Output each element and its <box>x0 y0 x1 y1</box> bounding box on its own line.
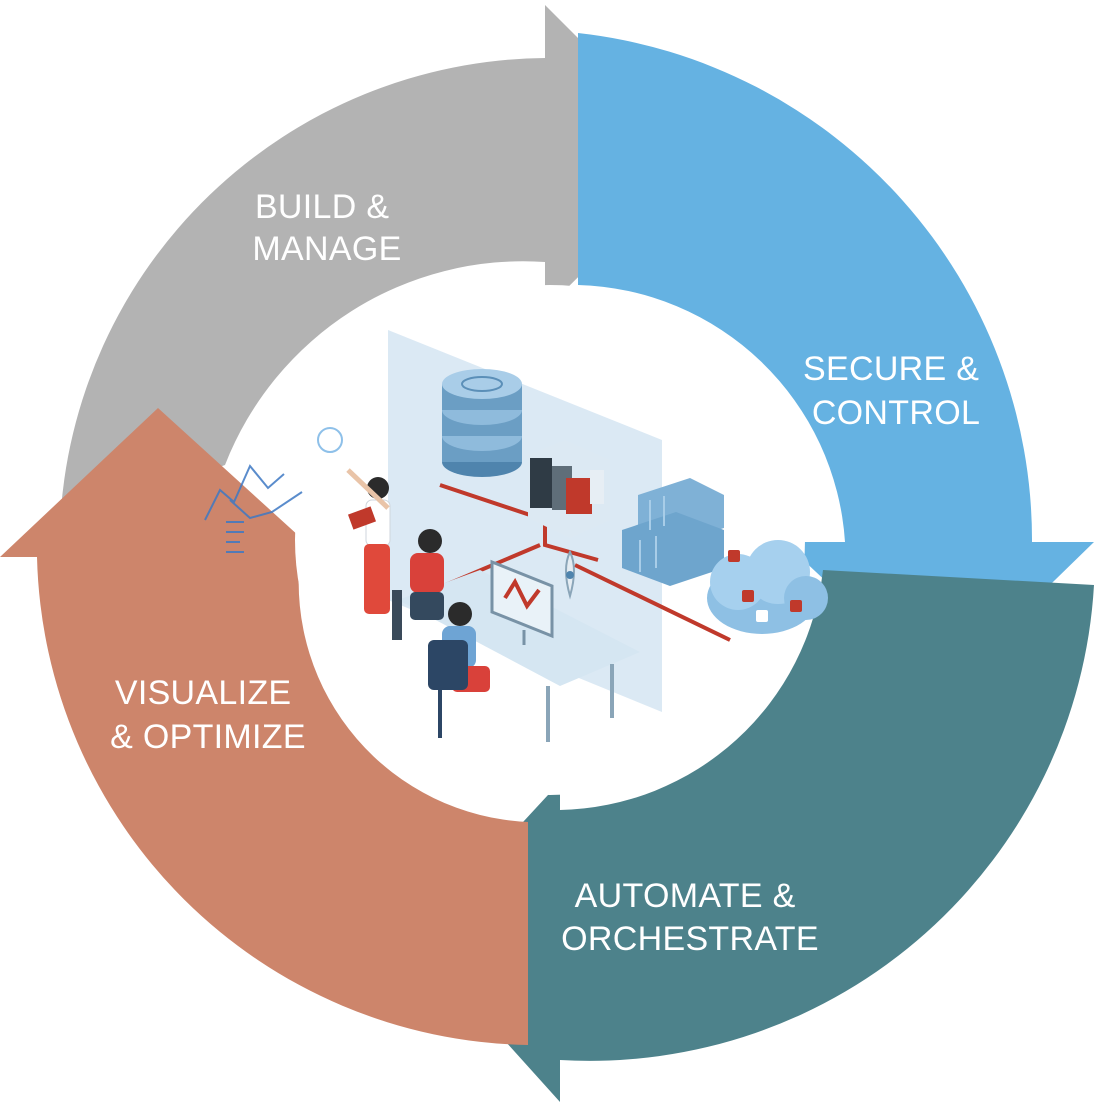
team-working-on-data-infrastructure-illustration <box>204 330 828 742</box>
secure-control-arrow <box>578 33 1094 690</box>
build-manage-label: BUILD & MANAGE <box>252 188 401 268</box>
automate-orchestrate-arrow <box>414 570 1094 1102</box>
standing-person <box>346 468 391 614</box>
desk <box>398 570 640 742</box>
secure-control-line-2: CONTROL <box>812 394 980 432</box>
visualize-optimize-arrow <box>0 408 528 1045</box>
data-sketch-icon <box>204 427 343 553</box>
automate-orchestrate-line-2: ORCHESTRATE <box>561 920 819 958</box>
automate-orchestrate-line-1: AUTOMATE & <box>575 877 796 915</box>
secure-control-label: SECURE & CONTROL <box>803 350 989 432</box>
build-manage-line-1: BUILD & <box>255 188 389 226</box>
visualize-optimize-line-1: VISUALIZE <box>115 674 292 712</box>
build-manage-arrow <box>60 5 698 525</box>
visualize-optimize-label: VISUALIZE & OPTIMIZE <box>110 674 306 756</box>
secure-control-line-1: SECURE & <box>803 350 979 388</box>
build-manage-line-2: MANAGE <box>252 230 401 268</box>
cloud-icon <box>707 540 828 634</box>
database-icon <box>442 369 522 477</box>
server-blocks-icon <box>528 440 610 538</box>
rocket-icon <box>565 549 575 600</box>
seated-person-red <box>392 529 444 640</box>
automate-orchestrate-label: AUTOMATE & ORCHESTRATE <box>561 877 819 958</box>
seated-person-blue <box>428 602 490 738</box>
monitor-icon <box>490 559 554 645</box>
visualize-optimize-line-2: & OPTIMIZE <box>110 718 306 756</box>
container-stack-icon <box>622 478 724 586</box>
